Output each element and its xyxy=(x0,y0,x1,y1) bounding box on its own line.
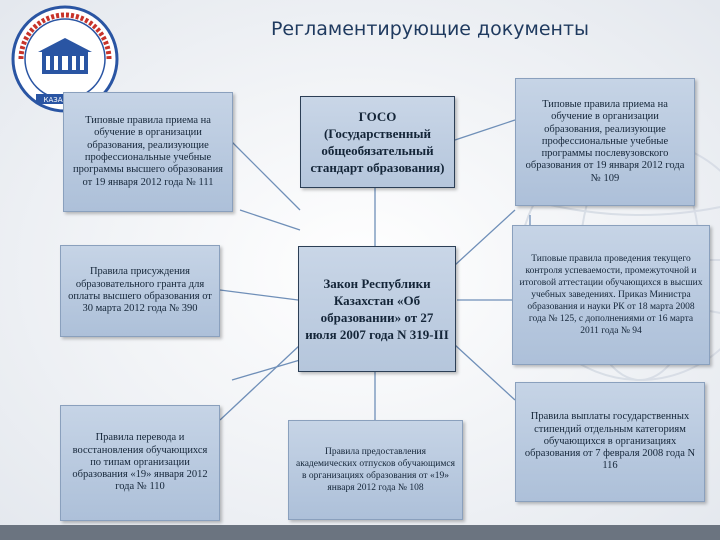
doc-box-admission-rules-higher[interactable]: Типовые правила приема на обучение в орг… xyxy=(63,92,233,212)
doc-text: Правила присуждения образовательного гра… xyxy=(67,266,213,315)
doc-box-academic-leave-rules[interactable]: Правила предоставления академических отп… xyxy=(288,420,463,520)
doc-text: Типовые правила приема на обучение в орг… xyxy=(522,99,688,185)
doc-text: Правила предоставления академических отп… xyxy=(295,446,456,494)
doc-text: Правила выплаты государственных стипенди… xyxy=(522,411,698,472)
doc-text: Закон Республики Казахстан «Об образован… xyxy=(305,275,449,343)
doc-text: Типовые правила проведения текущего конт… xyxy=(519,253,703,337)
doc-text: ГОСО (Государственный общеобязательный с… xyxy=(307,108,448,176)
doc-text: Типовые правила приема на обучение в орг… xyxy=(70,115,226,189)
doc-box-scholarship-rules[interactable]: Правила выплаты государственных стипенди… xyxy=(515,382,705,502)
doc-box-transfer-rules[interactable]: Правила перевода и восстановления обучаю… xyxy=(60,405,220,521)
doc-box-assessment-rules[interactable]: Типовые правила проведения текущего конт… xyxy=(512,225,710,365)
doc-box-education-law[interactable]: Закон Республики Казахстан «Об образован… xyxy=(298,246,456,372)
doc-box-grant-rules[interactable]: Правила присуждения образовательного гра… xyxy=(60,245,220,337)
doc-box-goso-standard[interactable]: ГОСО (Государственный общеобязательный с… xyxy=(300,96,455,188)
doc-box-admission-rules-postgraduate[interactable]: Типовые правила приема на обучение в орг… xyxy=(515,78,695,206)
doc-text: Правила перевода и восстановления обучаю… xyxy=(67,432,213,493)
